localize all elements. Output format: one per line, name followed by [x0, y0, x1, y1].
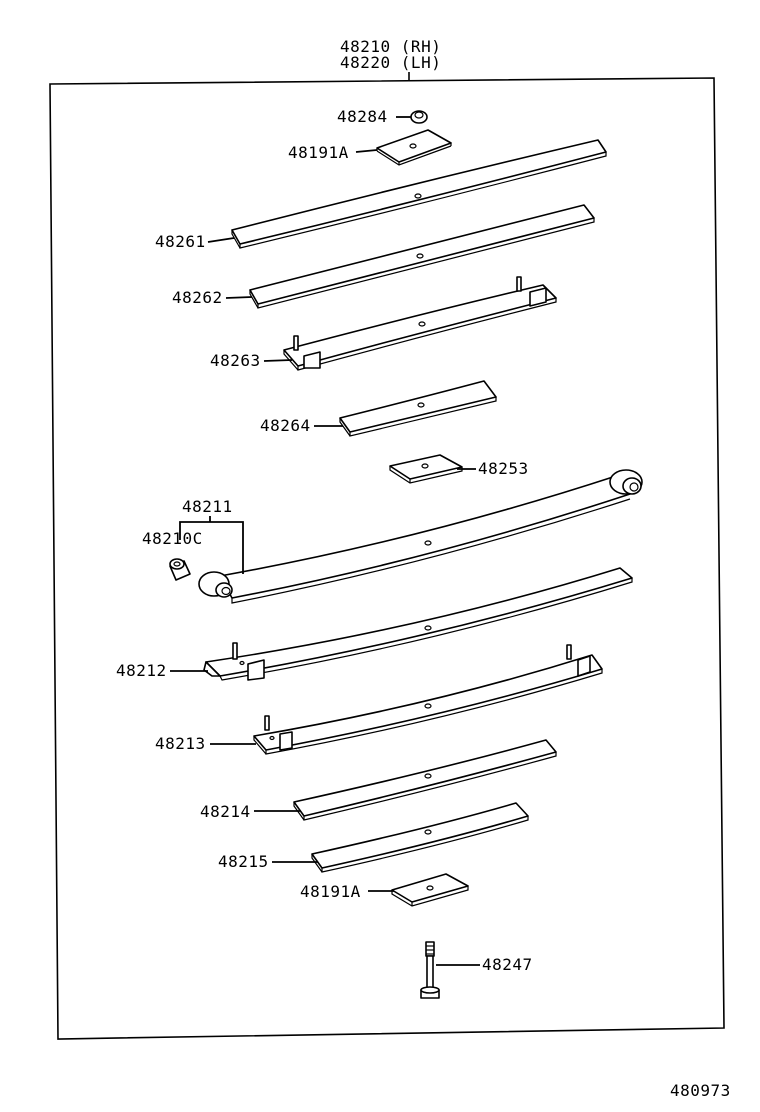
diagram-number: 480973	[670, 1081, 731, 1100]
pad-bottom-part	[391, 873, 469, 907]
label-leaf-48212: 48212	[116, 661, 167, 680]
leader-main-leaf	[179, 521, 244, 574]
leaf-48261-part	[231, 139, 607, 249]
assembly-frame	[49, 77, 725, 1040]
assembly-label-lh: 48220 (LH)	[340, 53, 441, 72]
label-leaf-48214: 48214	[200, 802, 251, 821]
center-bolt-part	[420, 941, 440, 999]
leaf-48214-part	[293, 739, 557, 821]
main-leaf-48211-part	[198, 469, 643, 604]
label-leaf-48261: 48261	[155, 232, 206, 251]
leaf-48215-part	[311, 802, 529, 873]
spacer-48253-part	[389, 454, 463, 484]
pad-top-part	[376, 129, 452, 166]
label-leaf-48213: 48213	[155, 734, 206, 753]
leaf-48212-part	[203, 567, 633, 681]
label-main-leaf: 48211	[182, 497, 233, 516]
label-center-bolt: 48247	[482, 955, 533, 974]
leader-leaf-48263	[263, 359, 293, 362]
label-leaf-48262: 48262	[172, 288, 223, 307]
leaf-48264-part	[339, 380, 497, 437]
label-leaf-48264: 48264	[260, 416, 311, 435]
leader-leaf-48262	[225, 296, 253, 299]
leaf-48213-part	[253, 644, 603, 755]
label-pad-bottom: 48191A	[300, 882, 361, 901]
label-pad-top: 48191A	[288, 143, 349, 162]
label-spacer-48253: 48253	[478, 459, 529, 478]
leader-pad-top	[355, 149, 378, 153]
nut-part	[410, 110, 428, 124]
assembly-label-rh: 48210 (RH)	[340, 37, 441, 56]
label-leaf-48215: 48215	[218, 852, 269, 871]
leaf-48263-part	[283, 276, 557, 371]
bushing-part	[169, 558, 191, 581]
label-bushing: 48210C	[142, 529, 203, 548]
leaf-48262-part	[249, 204, 595, 309]
label-leaf-48263: 48263	[210, 351, 261, 370]
label-nut: 48284	[337, 107, 388, 126]
leader-leaf-48261	[207, 237, 235, 243]
